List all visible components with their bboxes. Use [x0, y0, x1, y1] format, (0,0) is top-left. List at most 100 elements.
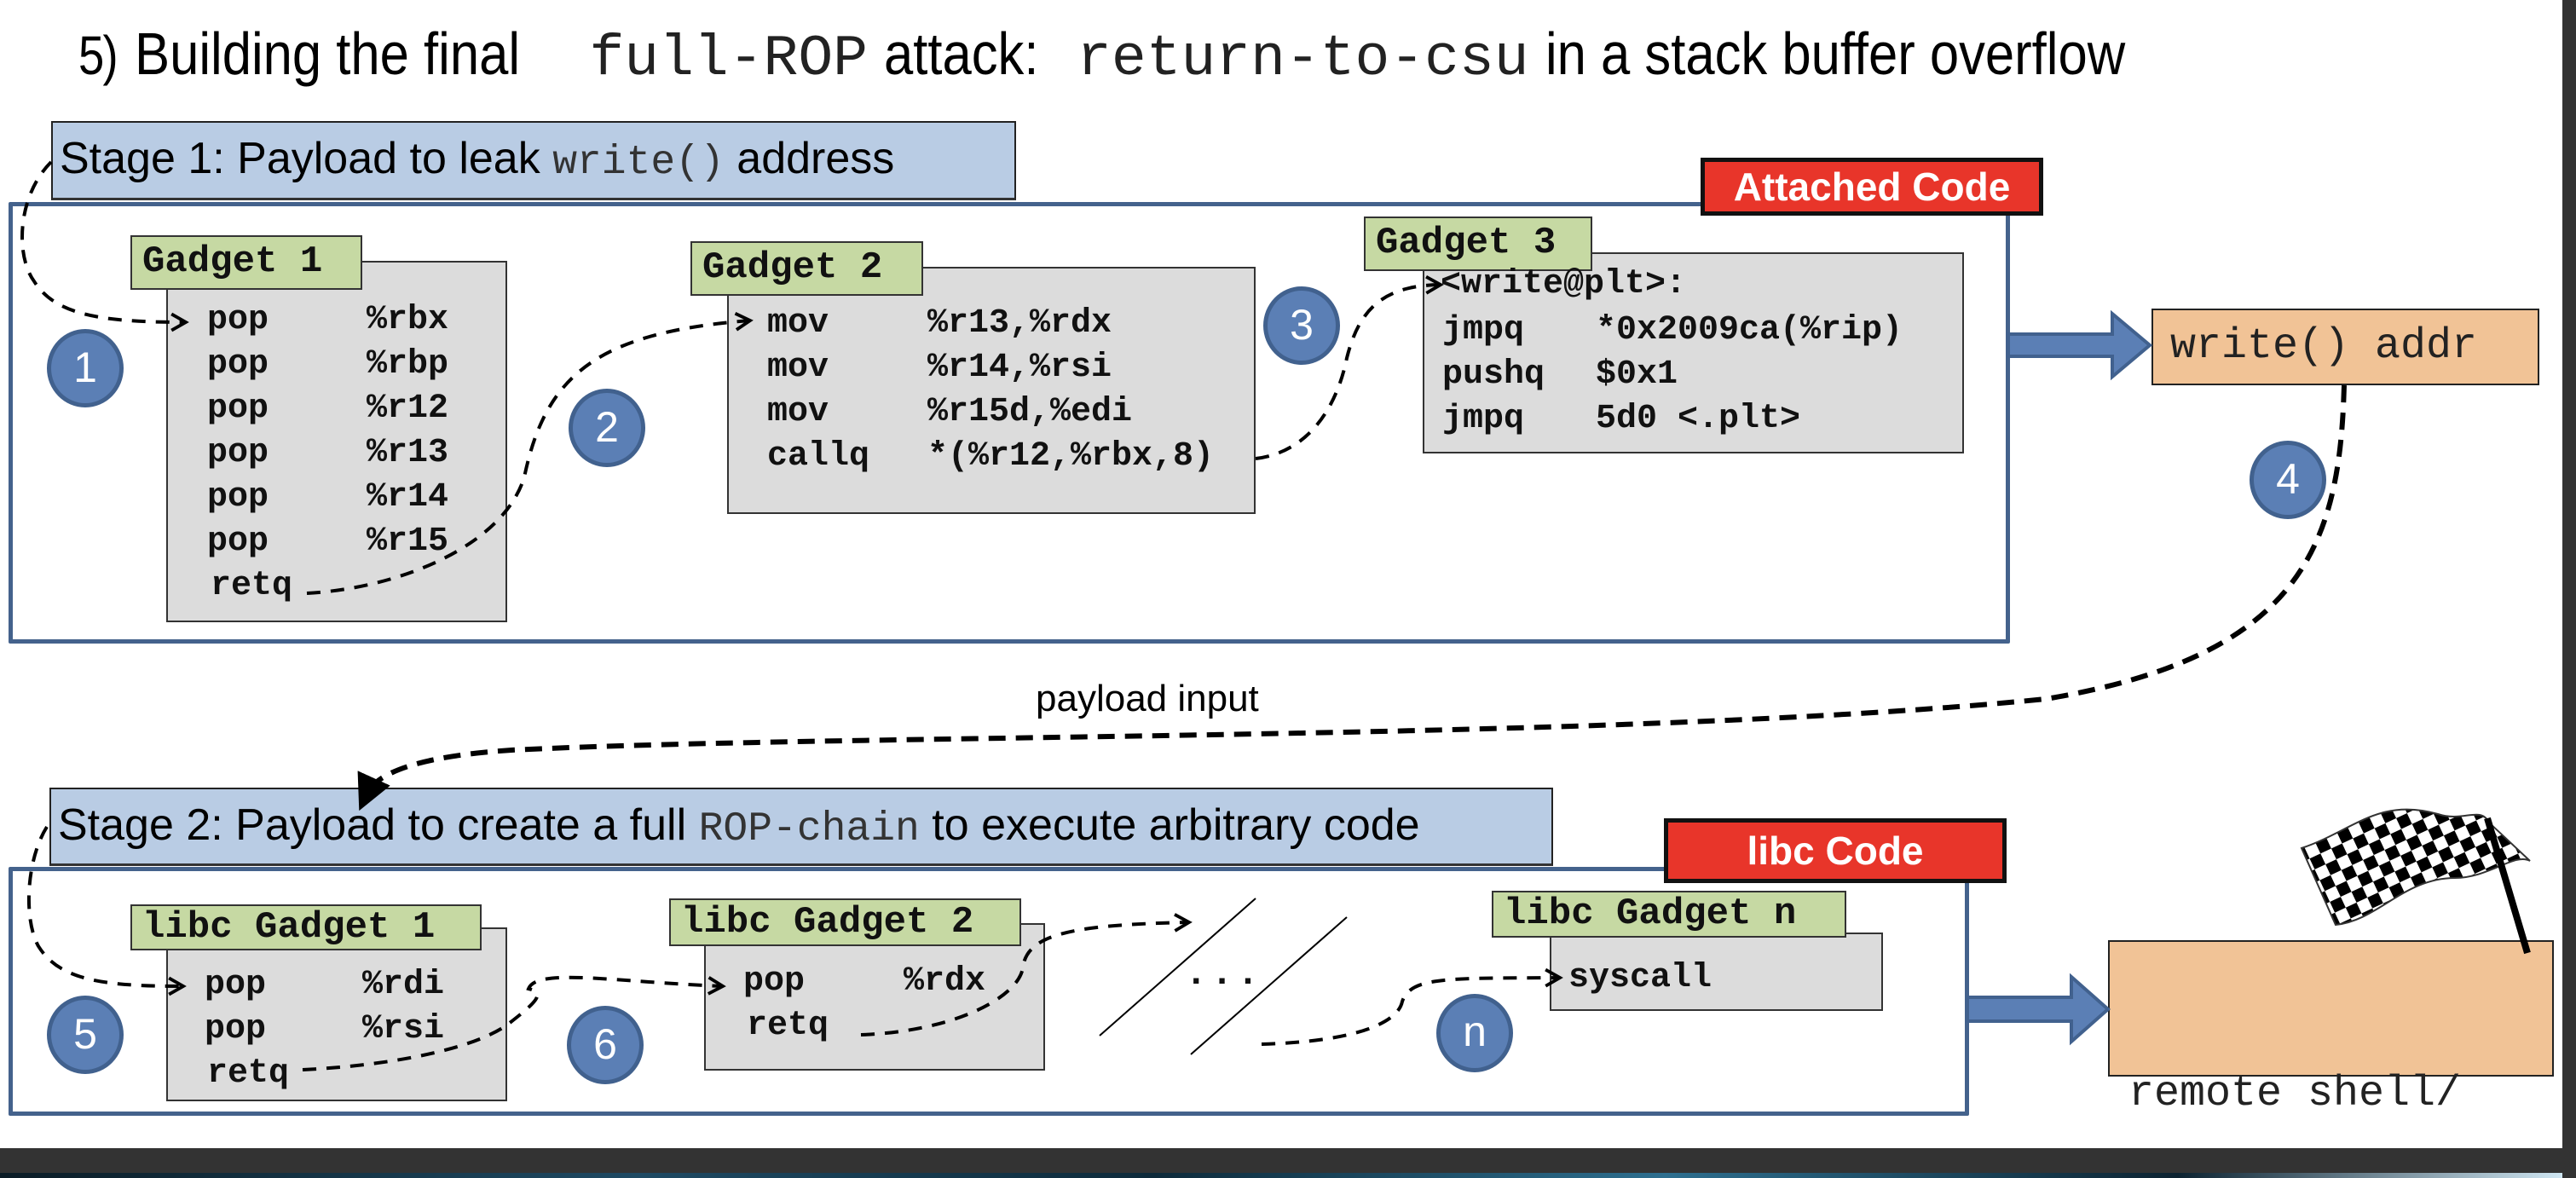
bottom-taskbar-strip	[0, 1173, 2562, 1178]
libc-gadget1-arg: %rsi	[362, 1008, 444, 1052]
gadget1-arg: %r12	[367, 387, 448, 431]
code-text: 5d0 <.plt>	[1596, 400, 1801, 438]
gadget2-arg: %r15d,%edi	[927, 390, 1132, 435]
libc-gadget1-arg: %rdi	[362, 963, 444, 1008]
slide-title: 5) Building the final full-ROP attack: r…	[78, 7, 2204, 107]
code-text: %r12	[367, 390, 449, 428]
checkered-flag-icon	[2300, 808, 2531, 955]
gadget2-arg: %r14,%rsi	[927, 346, 1112, 390]
libc-gadget1-label: libc Gadget 1	[130, 904, 482, 950]
title-number: 5)	[78, 25, 118, 86]
gadget1-arg: %rbp	[367, 343, 448, 387]
stage2-header-code: ROP-chain	[698, 806, 920, 852]
code-text: %r15d,%edi	[927, 393, 1133, 431]
stage2-header-suffix: to execute arbitrary code	[932, 800, 1420, 850]
code-text: %rsi	[362, 1010, 445, 1048]
code-text: pop	[205, 1010, 267, 1048]
gadget1-line: pop	[207, 343, 269, 387]
code-text: %rbx	[367, 301, 449, 339]
code-text: pop	[207, 345, 269, 384]
gadget2-arg: *(%r12,%rbx,8)	[927, 435, 1214, 479]
gadget1-arg: %r14	[367, 476, 448, 520]
code-text: pop	[207, 390, 269, 428]
gadget2-arg: %r13,%rdx	[927, 302, 1112, 346]
libc-gadget1-line: pop	[205, 1008, 266, 1052]
gadget2-line: callq	[767, 435, 869, 479]
gadget1-line: pop	[207, 431, 269, 476]
title-code2: return-to-csu	[1077, 26, 1529, 92]
code-text: pop	[207, 301, 269, 339]
code-text: *0x2009ca(%rip)	[1596, 311, 1903, 349]
code-text: pop	[207, 434, 269, 472]
code-text: callq	[767, 437, 870, 476]
code-text: syscall	[1568, 959, 1713, 997]
stage1-header-code: write()	[552, 140, 725, 186]
code-text: %r14,%rsi	[927, 349, 1112, 387]
code-text: pop	[207, 523, 269, 561]
gadget1-line: pop	[207, 476, 269, 520]
gadget3-arg: $0x1	[1596, 353, 1678, 397]
libc-gadgetn-label: libc Gadget n	[1492, 891, 1846, 938]
chain-ellipsis: ...	[1185, 953, 1263, 996]
step-circle-6: 6	[567, 1006, 644, 1084]
gadget2-label: Gadget 2	[690, 241, 923, 296]
gadget1-arg: %r15	[367, 520, 448, 564]
code-text: pushq	[1442, 355, 1545, 394]
libc-gadget2-arg: %rdx	[904, 960, 985, 1004]
step-circle-1: 1	[47, 329, 124, 407]
code-text: %rbp	[367, 345, 449, 384]
gadget3-line: jmpq	[1442, 397, 1524, 442]
code-text: pop	[207, 478, 269, 517]
code-text: %r14	[367, 478, 449, 517]
code-text: retq	[211, 567, 293, 605]
step-circle-4: 4	[2250, 441, 2326, 519]
libc-gadgetn-line: syscall	[1568, 956, 1712, 1001]
payload-input-label: payload input	[1036, 678, 1259, 719]
step-circle-3: 3	[1263, 286, 1340, 365]
libc-gadget2-line: retq	[747, 1004, 829, 1048]
gadget1-line: retq	[211, 564, 292, 609]
title-code1: full-ROP	[589, 26, 868, 92]
code-text: pop	[205, 966, 267, 1004]
gadget1-line: pop	[207, 520, 269, 564]
slide: 5) Building the final full-ROP attack: r…	[0, 0, 2562, 1148]
stage1-header: Stage 1: Payload to leak write() address	[51, 121, 1016, 200]
gadget3-arg: 5d0 <.plt>	[1596, 397, 1800, 442]
code-text: jmpq	[1442, 400, 1525, 438]
code-text: mov	[767, 349, 829, 387]
gadget1-line: pop	[207, 298, 269, 343]
gadget3-line: <write@plt>:	[1441, 263, 1686, 307]
gadget1-arg: %rbx	[367, 298, 448, 343]
step-circle-5: 5	[47, 996, 124, 1074]
remote-shell-box: remote shell/ arbitrary exec	[2108, 940, 2554, 1118]
stage1-header-prefix: Stage 1: Payload to leak	[60, 134, 540, 183]
gadget2-line: mov	[767, 346, 829, 390]
libc-gadget2-label: libc Gadget 2	[669, 898, 1021, 946]
code-text: $0x1	[1596, 355, 1678, 394]
step-circle-2: 2	[569, 389, 645, 467]
code-text: mov	[767, 304, 829, 343]
code-text: retq	[747, 1007, 829, 1045]
gadget3-line: jmpq	[1442, 309, 1524, 353]
block-arrow-stage2	[1966, 973, 2111, 1046]
gadget3-line: pushq	[1442, 353, 1545, 397]
code-text: %rdx	[904, 962, 986, 1001]
libc-gadget2-line: pop	[743, 960, 805, 1004]
code-text: mov	[767, 393, 829, 431]
libc-code-tag: libc Code	[1664, 818, 2007, 883]
gadget1-label: Gadget 1	[130, 235, 362, 290]
stage2-header-prefix: Stage 2: Payload to create a full	[58, 800, 687, 850]
gadget1-arg: %r13	[367, 431, 448, 476]
remote-shell-line1: remote shell/	[2128, 1070, 2462, 1118]
gadget2-line: mov	[767, 390, 829, 435]
stage1-header-suffix: address	[736, 134, 895, 183]
code-text: jmpq	[1442, 311, 1525, 349]
gadget3-arg: *0x2009ca(%rip)	[1596, 309, 1903, 353]
stage2-header: Stage 2: Payload to create a full ROP-ch…	[49, 788, 1553, 866]
gadget1-line: pop	[207, 387, 269, 431]
write-addr-box: write() addr	[2151, 309, 2539, 385]
code-text: *(%r12,%rbx,8)	[927, 437, 1215, 476]
code-text: %r15	[367, 523, 449, 561]
code-text: %r13,%rdx	[927, 304, 1112, 343]
step-circle-n: n	[1436, 994, 1513, 1072]
